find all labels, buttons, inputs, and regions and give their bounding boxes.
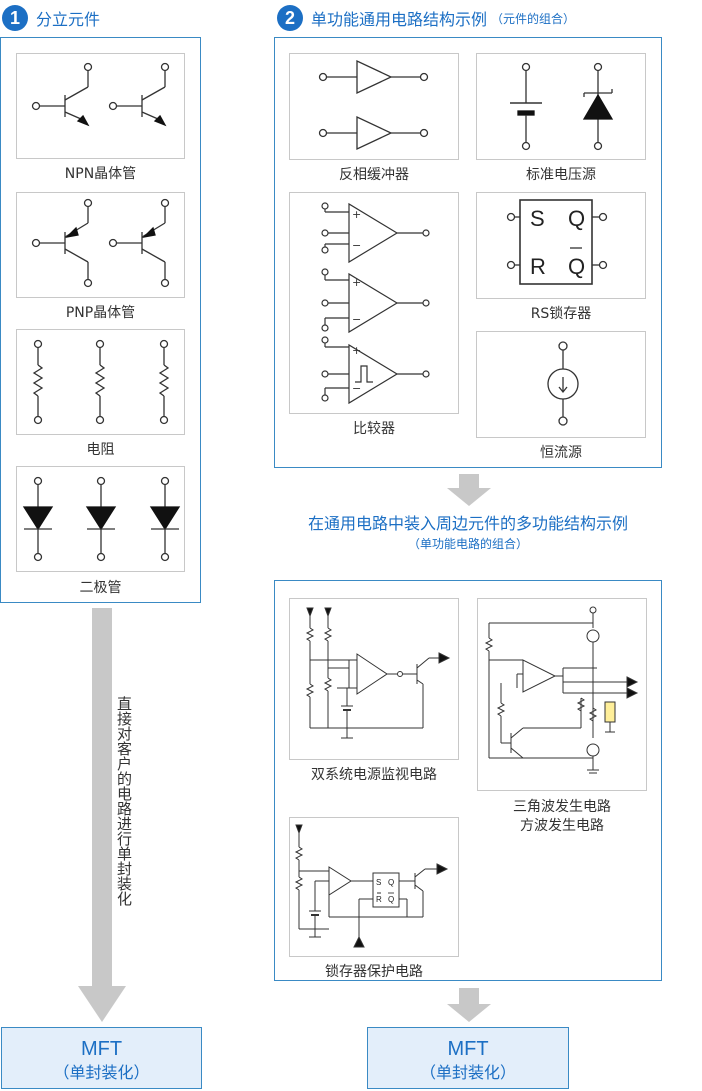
comparator-label: 比较器 xyxy=(353,421,395,437)
svg-text:+: + xyxy=(352,276,361,289)
voltage-source-cell xyxy=(476,53,646,160)
inverting-buffer-cell xyxy=(289,53,459,160)
comparator-symbol: + − + − + − xyxy=(321,202,430,405)
svg-text:−: − xyxy=(352,239,361,252)
svg-text:+: + xyxy=(352,208,361,221)
mft-right-title: MFT xyxy=(447,1038,489,1060)
step2-header: 2 单功能通用电路结构示例 （元件的组合） xyxy=(277,3,575,33)
comparator-2 xyxy=(321,268,430,334)
side-note: 直接对客户的电路进行单封装化 xyxy=(115,696,133,906)
dual-power-monitor-label: 双系统电源监视电路 xyxy=(311,767,437,783)
step2-badge: 2 xyxy=(277,5,303,31)
npn-transistor-label: NPN晶体管 xyxy=(64,166,137,182)
rs-latch-label: RS锁存器 xyxy=(530,306,592,322)
zener-diode-symbol xyxy=(582,62,614,151)
pnp-transistor-symbol xyxy=(31,198,170,288)
mft-left-title: MFT xyxy=(80,1038,123,1060)
wave-generator-circuit xyxy=(484,606,639,774)
battery-symbol xyxy=(510,62,542,151)
pnp-transistor-label: PNP晶体管 xyxy=(65,305,136,321)
svg-text:−: − xyxy=(352,382,361,395)
triangle-wave-label: 三角波发生电路 xyxy=(513,799,611,815)
npn-transistor-2 xyxy=(108,62,170,127)
voltage-source-symbol xyxy=(510,62,614,151)
diode-symbol xyxy=(22,476,181,562)
pnp-transistor-1 xyxy=(31,198,93,288)
diode-2 xyxy=(85,476,117,562)
svg-text:−: − xyxy=(352,313,361,326)
comparator-3 xyxy=(321,336,430,405)
latch-protection-label: 锁存器保护电路 xyxy=(325,964,423,980)
npn-transistor-symbol xyxy=(31,62,170,127)
current-source-label: 恒流源 xyxy=(540,445,582,461)
wave-generator-cell xyxy=(477,598,647,791)
step1-title: 分立元件 xyxy=(36,10,101,29)
step1-header: 1 分立元件 xyxy=(2,3,100,33)
diode-3 xyxy=(149,476,181,562)
resistor-symbol xyxy=(32,339,170,425)
mft-left-subtitle: （单封装化） xyxy=(53,1063,150,1082)
rs-latch-symbol: S Q R Q xyxy=(506,199,608,285)
step2-note: （元件的组合） xyxy=(491,11,576,26)
inverting-buffer-label: 反相缓冲器 xyxy=(339,167,409,183)
current-source-symbol xyxy=(547,341,579,426)
mini-latch-qbar: Q xyxy=(388,895,394,904)
resistor-2 xyxy=(94,339,106,425)
middle-down-arrow xyxy=(447,474,491,506)
svg-text:+: + xyxy=(352,344,361,357)
inverting-buffer-symbol xyxy=(318,59,429,151)
latch-s: S xyxy=(530,206,545,231)
diode-1 xyxy=(22,476,54,562)
mini-latch-q: Q xyxy=(388,878,394,887)
buffer-2 xyxy=(318,115,429,151)
step3-note: （单功能电路的组合） xyxy=(407,537,528,551)
latch-q: Q xyxy=(568,206,585,231)
resistor-1 xyxy=(32,339,44,425)
left-down-arrow xyxy=(78,608,126,1022)
npn-transistor-1 xyxy=(31,62,93,127)
mft-right-box: MFT （单封装化） xyxy=(367,1027,569,1089)
voltage-source-label: 标准电压源 xyxy=(526,167,596,183)
mini-latch-r: R xyxy=(376,895,382,904)
mini-latch-s: S xyxy=(376,878,381,887)
comparator-1 xyxy=(321,202,430,264)
right-down-arrow xyxy=(447,988,491,1022)
resistor-3 xyxy=(158,339,170,425)
resistor-label: 电阻 xyxy=(86,442,115,458)
latch-r: R xyxy=(530,254,546,279)
buffer-1 xyxy=(318,59,429,95)
latch-qbar: Q xyxy=(568,254,585,279)
mft-left-box: MFT （单封装化） xyxy=(1,1027,202,1089)
dual-power-monitor-circuit xyxy=(305,607,451,739)
step1-badge: 1 xyxy=(2,5,28,31)
square-wave-label: 方波发生电路 xyxy=(520,818,604,834)
step2-title: 单功能通用电路结构示例 xyxy=(311,10,488,29)
diode-label: 二极管 xyxy=(79,580,122,596)
pnp-transistor-2 xyxy=(108,198,170,288)
latch-protection-circuit: S Q R Q xyxy=(294,824,449,948)
mft-right-subtitle: （单封装化） xyxy=(419,1063,516,1082)
step3-title: 在通用电路中装入周边元件的多功能结构示例 xyxy=(307,514,628,533)
pnp-transistor-cell xyxy=(16,192,185,298)
